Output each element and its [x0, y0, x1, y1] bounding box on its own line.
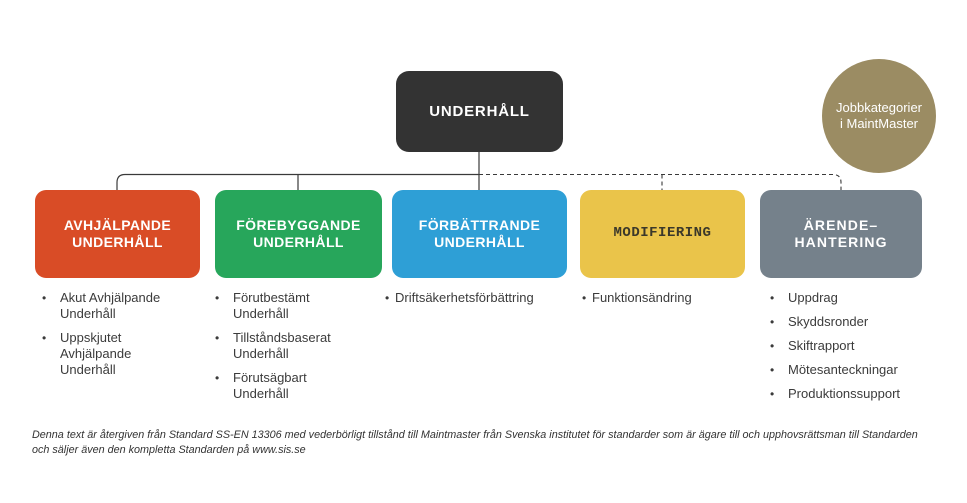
list-item-label: Uppskjutet Avhjälpande Underhåll [60, 330, 132, 377]
list-item: • Tillståndsbaserat Underhåll [211, 330, 379, 362]
list-item: • Akut Avhjälpande Underhåll [38, 290, 196, 322]
category-list-forebyggande: • Förutbestämt Underhåll • Tillståndsbas… [211, 290, 379, 402]
list-item: • Funktionsändring [582, 290, 757, 306]
list-item-label: Mötesanteckningar [788, 362, 898, 377]
list-item-label: Förutbestämt Underhåll [233, 290, 310, 321]
standard-attribution-note: Denna text är återgiven från Standard SS… [32, 429, 918, 457]
bullet-icon: • [770, 291, 775, 305]
bullet-icon: • [215, 291, 220, 305]
category-list-avhjalpande: • Akut Avhjälpande Underhåll • Uppskjute… [38, 290, 196, 378]
list-item-label: Akut Avhjälpande Underhåll [60, 290, 161, 321]
jobbkategorier-badge: Jobbkategorier i MaintMaster [822, 59, 936, 173]
bullet-icon: • [42, 331, 47, 345]
root-node-underhall: UNDERHÅLL [396, 71, 563, 152]
category-list-arendehantering: • Uppdrag • Skyddsronder • Skiftrapport … [766, 290, 941, 402]
list-item-label: Skyddsronder [788, 314, 869, 329]
list-item-label: Driftsäkerhetsförbättring [395, 290, 534, 305]
list-item: • Förutsägbart Underhåll [211, 370, 379, 402]
bullet-icon: • [770, 387, 775, 401]
list-item: • Uppdrag [766, 290, 941, 306]
list-item: • Mötesanteckningar [766, 362, 941, 378]
category-box-forebyggande: FÖREBYGGANDE UNDERHÅLL [215, 190, 382, 278]
list-item: • Skyddsronder [766, 314, 941, 330]
category-list-modifiering: • Funktionsändring [582, 290, 757, 306]
list-item: • Uppskjutet Avhjälpande Underhåll [38, 330, 196, 378]
list-item-label: Förutsägbart Underhåll [233, 370, 307, 401]
bullet-icon: • [770, 315, 775, 329]
list-item-label: Produktionssupport [788, 386, 901, 401]
bullet-icon: • [215, 331, 220, 345]
list-item: • Förutbestämt Underhåll [211, 290, 379, 322]
list-item: • Driftsäkerhetsförbättring [385, 290, 577, 306]
bullet-icon: • [582, 291, 587, 305]
list-item: • Produktionssupport [766, 386, 941, 402]
bullet-icon: • [385, 291, 390, 305]
list-item-label: Uppdrag [788, 290, 838, 305]
category-box-arendehantering: ÄRENDE– HANTERING [760, 190, 922, 278]
list-item-label: Skiftrapport [788, 338, 855, 353]
category-box-avhjalpande: AVHJÄLPANDE UNDERHÅLL [35, 190, 200, 278]
list-item-label: Funktionsändring [592, 290, 692, 305]
category-list-forbattrande: • Driftsäkerhetsförbättring [385, 290, 577, 306]
bullet-icon: • [770, 363, 775, 377]
list-item: • Skiftrapport [766, 338, 941, 354]
list-item-label: Tillståndsbaserat Underhåll [233, 330, 331, 361]
bullet-icon: • [42, 291, 47, 305]
bullet-icon: • [215, 371, 220, 385]
category-box-forbattrande: FÖRBÄTTRANDE UNDERHÅLL [392, 190, 567, 278]
bullet-icon: • [770, 339, 775, 353]
category-box-modifiering: MODIFIERING [580, 190, 745, 278]
